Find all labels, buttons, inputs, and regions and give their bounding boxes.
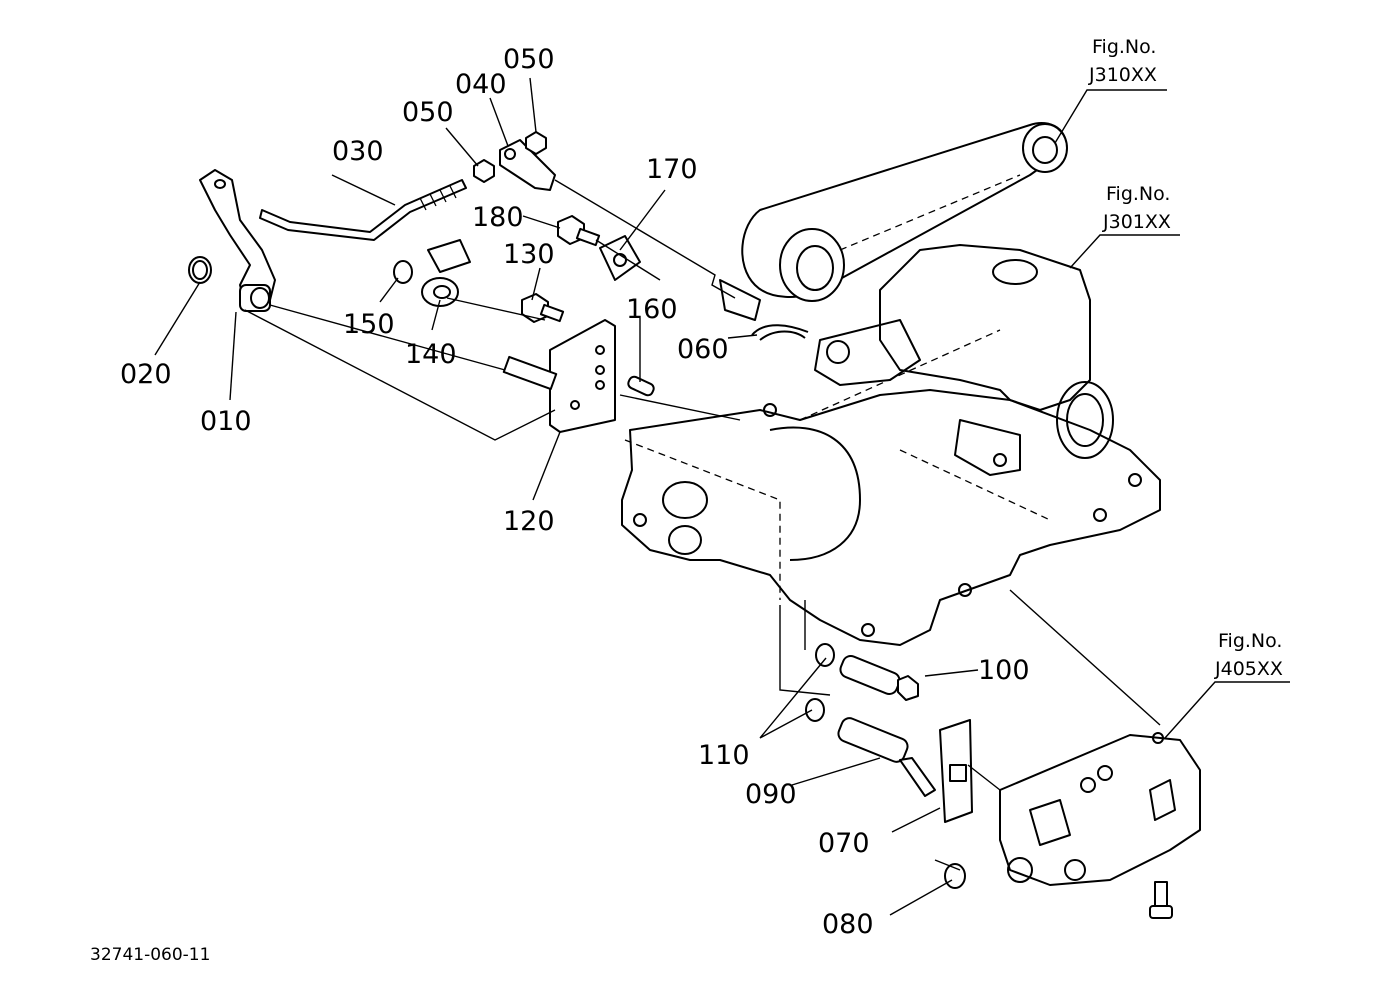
drawing-number: 32741-060-11 <box>90 945 210 965</box>
fig-ref-j310-line1: Fig.No. <box>1092 36 1156 58</box>
callout-050-left: 050 <box>402 97 454 128</box>
callout-090: 090 <box>745 779 797 810</box>
control-valve-assembly <box>999 732 1201 919</box>
callout-150: 150 <box>343 309 395 340</box>
part-030-rod <box>259 179 467 241</box>
part-070-bracket <box>939 719 973 823</box>
fig-ref-j301-line2: J301XX <box>1102 211 1171 233</box>
part-150-ring <box>393 260 413 284</box>
part-170-washer <box>599 235 641 281</box>
part-130-bolt <box>521 293 565 323</box>
part-060-pin <box>751 324 809 341</box>
callout-100: 100 <box>978 655 1030 686</box>
part-050-nut <box>473 131 547 183</box>
lift-arm <box>719 122 1068 321</box>
callout-170: 170 <box>646 154 698 185</box>
callout-020: 020 <box>120 359 172 390</box>
part-040-clevis <box>499 139 556 191</box>
callout-060: 060 <box>677 334 729 365</box>
part-010-lever <box>199 169 276 312</box>
fig-ref-j301-line1: Fig.No. <box>1106 183 1170 205</box>
callout-lines <box>154 77 1290 916</box>
callout-070: 070 <box>818 828 870 859</box>
part-110-oring <box>805 643 835 722</box>
callout-040: 040 <box>455 69 507 100</box>
part-100-valve <box>839 654 919 701</box>
hydraulic-housing <box>621 244 1161 646</box>
fig-ref-j310-line2: J310XX <box>1088 64 1157 86</box>
part-140-bushing <box>421 239 471 307</box>
fig-ref-j405-line2: J405XX <box>1214 658 1283 680</box>
callout-030: 030 <box>332 136 384 167</box>
callout-050-top: 050 <box>503 44 555 75</box>
callout-160: 160 <box>626 294 678 325</box>
callout-080: 080 <box>822 909 874 940</box>
part-180-bolt <box>557 215 601 247</box>
callout-110: 110 <box>698 740 750 771</box>
callout-130: 130 <box>503 239 555 270</box>
callout-140: 140 <box>405 339 457 370</box>
part-160-pin <box>627 375 655 397</box>
callout-010: 010 <box>200 406 252 437</box>
part-120-plate <box>502 319 616 433</box>
callout-180: 180 <box>472 202 524 233</box>
callout-120: 120 <box>503 506 555 537</box>
part-090-spool <box>837 717 936 797</box>
fig-ref-j405-line1: Fig.No. <box>1218 630 1282 652</box>
part-020-ring <box>188 256 212 284</box>
leader-lines <box>244 179 1161 871</box>
